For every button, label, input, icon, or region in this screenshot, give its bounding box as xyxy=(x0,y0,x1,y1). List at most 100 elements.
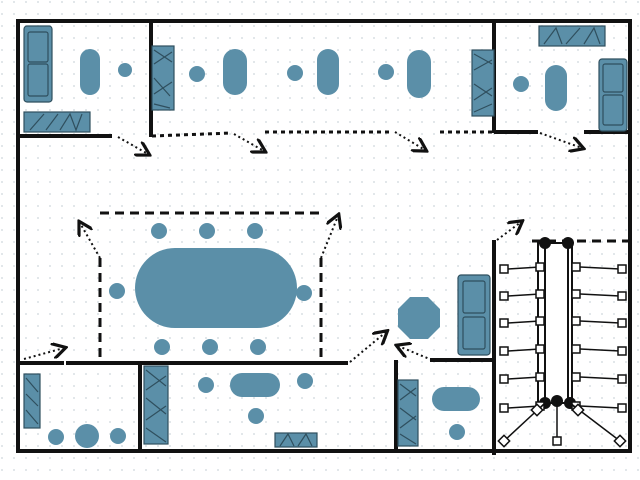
chair-icon xyxy=(109,283,125,299)
cabinet-hatch xyxy=(29,112,83,132)
sofa-cushion xyxy=(27,63,49,97)
chair-icon xyxy=(189,66,205,82)
cabinet-icon xyxy=(23,111,91,133)
cabinet-hatch xyxy=(153,49,173,109)
chair-icon xyxy=(118,63,132,77)
sofa-icon xyxy=(457,274,491,356)
octagon-plant-icon xyxy=(398,297,440,339)
stair-post xyxy=(562,237,574,249)
dotted-arrow-icon xyxy=(233,133,264,151)
chair-icon xyxy=(287,65,303,81)
chair-icon xyxy=(48,429,64,445)
stair-node xyxy=(571,289,581,299)
cabinet-icon xyxy=(143,365,169,445)
stair-node xyxy=(552,436,562,446)
chair-icon xyxy=(297,373,313,389)
stair-step xyxy=(507,348,541,352)
stair-landing-nodes xyxy=(497,403,627,448)
cabinet-icon xyxy=(23,373,41,429)
dotted-arrow-icon xyxy=(23,348,64,360)
dotted-arrow-icon xyxy=(398,346,433,361)
sofa-cushion xyxy=(602,94,624,126)
stair-steps xyxy=(499,262,627,413)
cabinet-hatch xyxy=(399,383,417,445)
stair-node xyxy=(499,264,509,274)
chair-icon xyxy=(449,424,465,440)
stair-node xyxy=(571,316,581,326)
stair-node xyxy=(535,344,545,354)
stair-step xyxy=(507,376,541,380)
stair-node xyxy=(497,434,511,448)
stair-node xyxy=(617,346,627,356)
cabinet-icon xyxy=(397,379,419,447)
table-icon xyxy=(432,387,480,411)
cabinet-hatch xyxy=(543,26,601,45)
stair-node xyxy=(617,403,627,413)
cabinet-hatch xyxy=(145,369,167,443)
stairwell xyxy=(497,237,627,448)
table-icon xyxy=(230,373,280,397)
stair-step xyxy=(579,266,621,270)
stair-step xyxy=(507,320,541,324)
stair-node xyxy=(499,291,509,301)
cabinet-icon xyxy=(538,25,606,47)
conference-zone-outline xyxy=(98,211,630,360)
stair-step xyxy=(579,293,621,297)
sofa-cushion xyxy=(27,31,49,63)
cabinet-icon xyxy=(471,49,495,117)
stair-node xyxy=(499,403,509,413)
glass-partition-icon xyxy=(151,131,233,138)
stair-post xyxy=(539,237,551,249)
stair-step xyxy=(579,348,621,352)
stair-node xyxy=(535,289,545,299)
outer-wall xyxy=(16,19,632,453)
furniture xyxy=(23,25,628,448)
cabinet-icon xyxy=(274,432,318,448)
stair-node xyxy=(571,344,581,354)
stair-node xyxy=(535,316,545,326)
dotted-arrow-icon xyxy=(496,222,521,241)
chair-icon xyxy=(198,377,214,393)
dotted-arrow-icon xyxy=(117,136,148,154)
glass-partitions-top xyxy=(151,130,494,138)
cabinet-hatch xyxy=(473,53,493,113)
stair-node xyxy=(617,291,627,301)
stair-step xyxy=(579,320,621,324)
stair-step xyxy=(507,266,541,270)
chair-icon xyxy=(378,64,394,80)
table-icon xyxy=(317,49,339,95)
stair-node xyxy=(499,318,509,328)
chair-icon xyxy=(202,339,218,355)
sofa-cushion xyxy=(462,280,486,314)
stair-node xyxy=(617,264,627,274)
chair-icon xyxy=(154,339,170,355)
stair-node xyxy=(499,346,509,356)
table-icon xyxy=(135,248,297,328)
stair-step xyxy=(507,293,541,297)
stair-node xyxy=(571,372,581,382)
chair-icon xyxy=(513,76,529,92)
table-icon xyxy=(223,49,247,95)
table-icon xyxy=(545,65,567,111)
arrows xyxy=(23,131,582,363)
table-icon xyxy=(407,50,431,98)
stair-node xyxy=(571,262,581,272)
cabinet-hatch xyxy=(279,432,313,447)
stair-node xyxy=(571,403,585,417)
table-icon xyxy=(75,424,99,448)
stair-node xyxy=(617,374,627,384)
chair-icon xyxy=(250,339,266,355)
chair-icon xyxy=(247,223,263,239)
sofa-cushion xyxy=(462,316,486,350)
chair-icon xyxy=(151,223,167,239)
sofa-cushion xyxy=(602,63,624,93)
dotted-arrow-icon xyxy=(394,131,425,150)
dotted-arrow-icon xyxy=(80,223,101,259)
chair-icon xyxy=(110,428,126,444)
stair-node xyxy=(617,318,627,328)
table-icon xyxy=(80,49,100,95)
chair-icon xyxy=(296,285,312,301)
stair-step xyxy=(579,405,621,409)
